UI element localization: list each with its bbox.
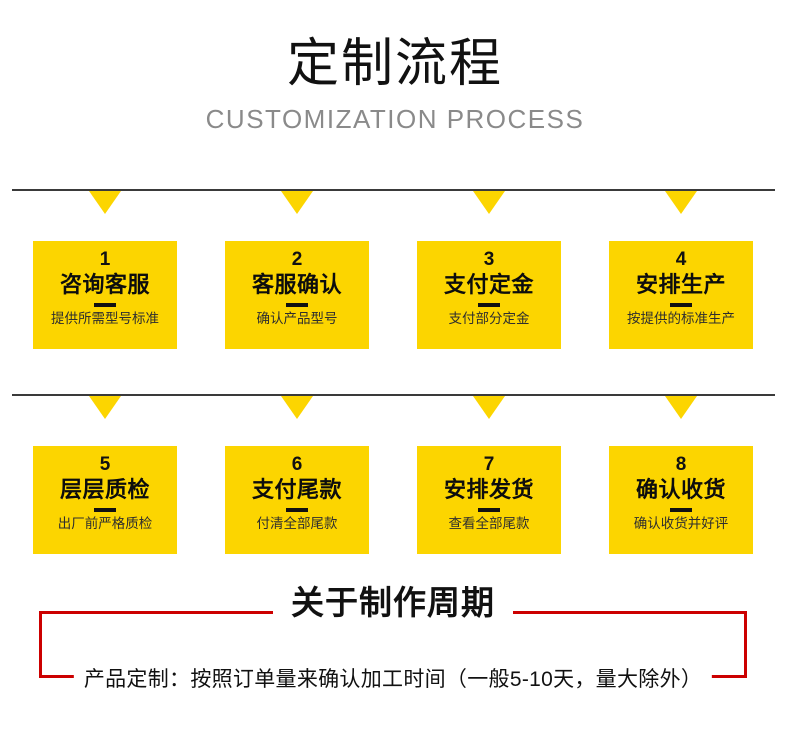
step-box-6[interactable]: 6 支付尾款 付清全部尾款 [225,446,369,554]
step-number: 6 [291,454,303,475]
step-description: 确认收货并好评 [633,516,729,531]
step-number: 7 [483,454,495,475]
step-number: 8 [675,454,687,475]
step-box-2[interactable]: 2 客服确认 确认产品型号 [225,241,369,349]
step-box-7[interactable]: 7 安排发货 查看全部尾款 [417,446,561,554]
down-arrow-icon [665,191,697,214]
step-box-4[interactable]: 4 安排生产 按提供的标准生产 [609,241,753,349]
step-number: 4 [675,249,687,270]
step-divider [94,303,116,307]
step-number: 5 [99,454,111,475]
step-number: 2 [291,249,303,270]
down-arrow-icon [665,396,697,419]
step-title: 层层质检 [59,477,150,502]
step-description: 支付部分定金 [448,311,530,326]
step-description: 按提供的标准生产 [627,311,735,326]
step-number: 1 [99,249,111,270]
step-divider [286,508,308,512]
step-title: 支付尾款 [251,477,342,502]
step-number: 3 [483,249,495,270]
page-title: 定制流程 [286,35,503,93]
down-arrow-icon [473,396,505,419]
step-divider [670,303,692,307]
step-title: 客服确认 [251,272,342,297]
step-title: 安排生产 [635,272,726,297]
step-box-1[interactable]: 1 咨询客服 提供所需型号标准 [33,241,177,349]
row-arrow-group [0,396,790,420]
step-divider [478,508,500,512]
down-arrow-icon [473,191,505,214]
step-description: 确认产品型号 [256,311,338,326]
step-title: 确认收货 [635,477,726,502]
step-divider [478,303,500,307]
down-arrow-icon [281,396,313,419]
step-divider [94,508,116,512]
down-arrow-icon [281,191,313,214]
step-description: 提供所需型号标准 [51,311,159,326]
production-cycle-note: 关于制作周期 产品定制：按照订单量来确认加工时间（一般5-10天，量大除外） [39,582,747,695]
step-description: 查看全部尾款 [448,516,530,531]
step-title: 支付定金 [443,272,534,297]
step-box-5[interactable]: 5 层层质检 出厂前严格质检 [33,446,177,554]
page-subtitle: CUSTOMIZATION PROCESS [205,104,585,134]
down-arrow-icon [89,191,121,214]
step-title: 安排发货 [443,477,534,502]
row-divider-line [12,189,775,191]
step-box-3[interactable]: 3 支付定金 支付部分定金 [417,241,561,349]
step-description: 付清全部尾款 [256,516,338,531]
row-divider-line [12,394,775,396]
step-divider [286,303,308,307]
page-header: 定制流程 CUSTOMIZATION PROCESS [0,0,790,134]
step-box-group: 5 层层质检 出厂前严格质检 6 支付尾款 付清全部尾款 7 安排发货 查看全部… [0,446,790,554]
step-title: 咨询客服 [59,272,150,297]
row-arrow-group [0,191,790,215]
note-body-text: 产品定制：按照订单量来确认加工时间（一般5-10天，量大除外） [73,665,713,695]
step-box-group: 1 咨询客服 提供所需型号标准 2 客服确认 确认产品型号 3 支付定金 支付部… [0,241,790,349]
down-arrow-icon [89,396,121,419]
step-description: 出厂前严格质检 [57,516,153,531]
step-box-8[interactable]: 8 确认收货 确认收货并好评 [609,446,753,554]
step-divider [670,508,692,512]
note-title: 关于制作周期 [273,582,513,624]
